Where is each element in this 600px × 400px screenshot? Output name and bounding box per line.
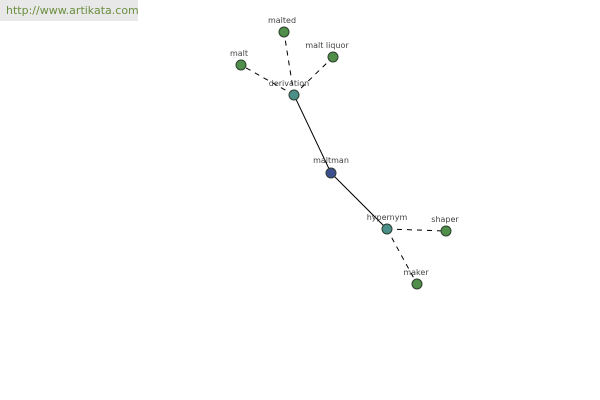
node-shaper-label: shaper <box>431 215 459 224</box>
node-derivation-circle[interactable] <box>288 89 300 101</box>
node-malt-liquor-label: malt liquor <box>305 41 349 50</box>
node-hypernym-label: hypernym <box>367 213 408 222</box>
edge-derivation-malted <box>283 31 295 96</box>
node-maker-label: maker <box>403 268 429 277</box>
node-maker-circle[interactable] <box>411 278 423 290</box>
node-hypernym[interactable]: hypernym <box>367 213 408 235</box>
source-link-bar: http://www.artikata.com <box>0 0 139 21</box>
source-link[interactable]: http://www.artikata.com <box>6 4 139 17</box>
edge-hypernym-maker <box>386 228 418 285</box>
node-hypernym-circle[interactable] <box>381 223 393 235</box>
edge-hypernym-shaper <box>386 228 447 232</box>
node-malt-liquor[interactable]: malt liquor <box>305 41 349 63</box>
edge-derivation-malt <box>240 64 295 96</box>
node-malt[interactable]: malt <box>230 49 248 71</box>
node-malt-label: malt <box>230 49 248 58</box>
node-malted[interactable]: malted <box>268 16 296 38</box>
node-maker[interactable]: maker <box>403 268 429 290</box>
node-maltman[interactable]: maltman <box>313 156 349 179</box>
node-malt-circle[interactable] <box>235 59 247 71</box>
node-maltman-circle[interactable] <box>325 167 337 179</box>
node-derivation-label: derivation <box>269 79 309 88</box>
edge-derivation-malt-liquor <box>293 56 334 96</box>
node-maltman-label: maltman <box>313 156 349 165</box>
node-malt-liquor-circle[interactable] <box>327 51 339 63</box>
node-malted-circle[interactable] <box>278 26 290 38</box>
edge-maltman-hypernym <box>330 172 388 230</box>
edges-layer <box>240 31 447 285</box>
node-malted-label: malted <box>268 16 296 25</box>
node-shaper[interactable]: shaper <box>431 215 459 237</box>
node-shaper-circle[interactable] <box>440 225 452 237</box>
nodes-layer: maltman derivation hypernym malted malt malt … <box>230 16 459 290</box>
node-derivation[interactable]: derivation <box>269 79 309 101</box>
edge-maltman-derivation <box>293 94 332 174</box>
